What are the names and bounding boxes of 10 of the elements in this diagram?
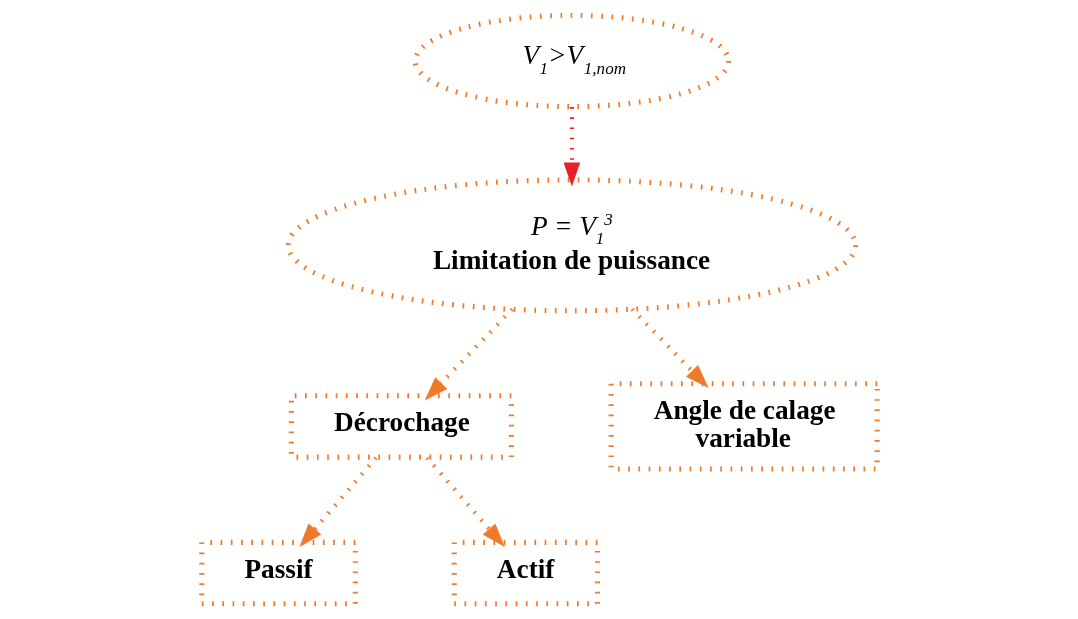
node-box: Actif (451, 539, 600, 607)
node-box: Passif (198, 539, 358, 607)
arrow (425, 456, 505, 548)
node-box: Décrochage (288, 393, 514, 460)
arrow (298, 456, 378, 548)
node-box: Angle de calage variable (608, 381, 880, 472)
arrow (630, 307, 709, 389)
arrow (424, 307, 514, 401)
arrow (563, 107, 580, 187)
node-ellipse: V$_{1}$>V$_{1,nom}$ (412, 12, 731, 110)
